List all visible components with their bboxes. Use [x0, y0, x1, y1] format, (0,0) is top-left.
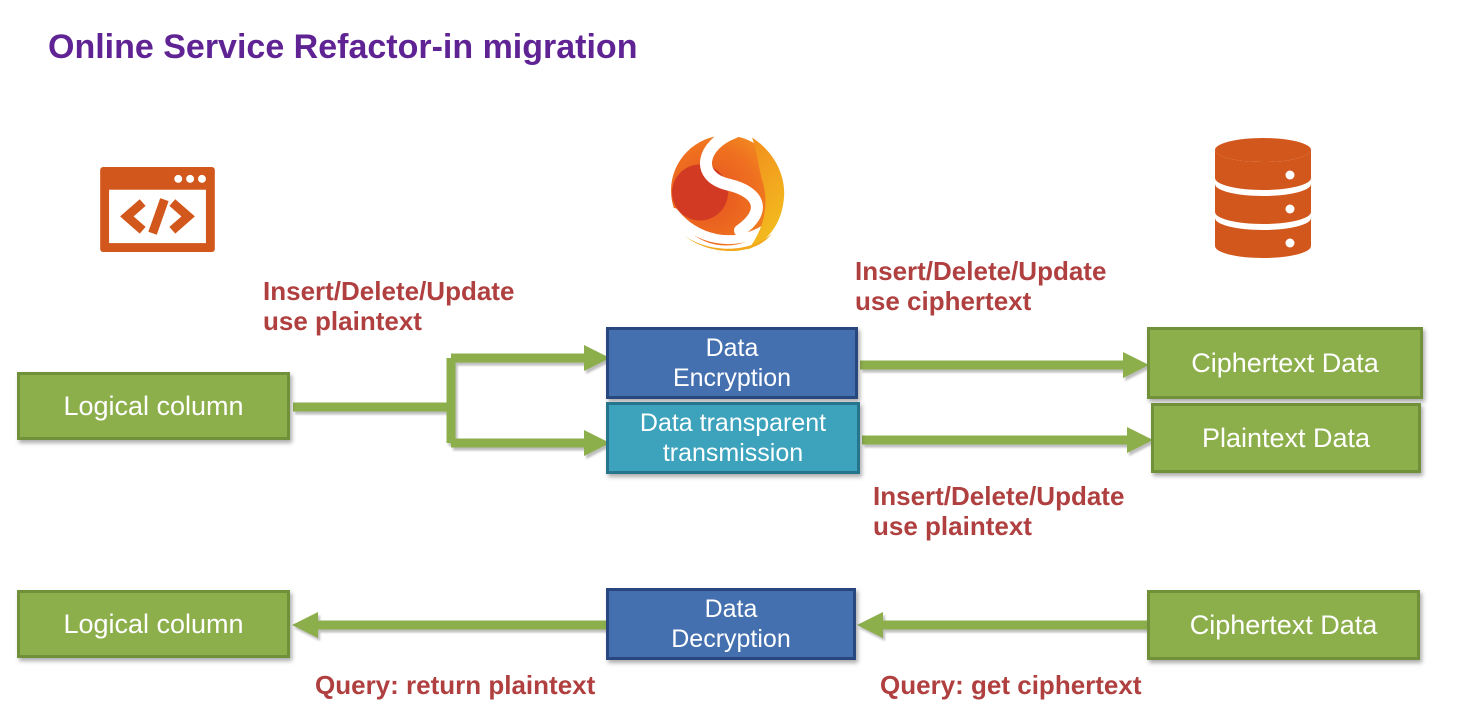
annotation-line2: use plaintext [873, 511, 1032, 541]
node-logical-column-top: Logical column [17, 372, 290, 440]
page-title: Online Service Refactor-in migration [48, 28, 638, 66]
node-label-line2: Decryption [671, 625, 791, 653]
annotation-text: Query: return plaintext [315, 670, 596, 700]
node-label: Logical column [63, 390, 244, 421]
node-label-line1: Data [704, 594, 758, 623]
annotation-insert-use-ciphertext: Insert/Delete/Update use ciphertext [855, 256, 1106, 316]
annotation-line2: use ciphertext [855, 286, 1032, 316]
node-data-transparent-transmission: Data transparent transmission [606, 402, 860, 474]
node-label: Plaintext Data [1201, 422, 1371, 453]
node-label-line1: Data transparent [639, 408, 827, 437]
node-label-line1: Data [705, 333, 759, 362]
arrowhead [857, 612, 883, 638]
annotation-line1: Insert/Delete/Update [263, 276, 515, 306]
node-plaintext-data: Plaintext Data [1151, 403, 1421, 473]
node-logical-column-bottom: Logical column [17, 590, 290, 658]
node-data-encryption: Data Encryption [606, 327, 858, 399]
arrowhead [292, 612, 318, 638]
code-window-icon [100, 167, 215, 252]
annotation-text: Query: get ciphertext [880, 670, 1142, 700]
annotation-insert-use-plaintext-top: Insert/Delete/Update use plaintext [263, 276, 514, 336]
annotation-line1: Insert/Delete/Update [855, 256, 1107, 286]
node-ciphertext-data-bottom: Ciphertext Data [1147, 590, 1420, 660]
annotation-line2: use plaintext [263, 306, 422, 336]
node-label-line2: Encryption [672, 364, 792, 392]
flame-swirl-logo-icon [668, 126, 792, 254]
database-icon [1213, 136, 1313, 262]
node-label-line2: transmission [662, 439, 804, 467]
node-label: Ciphertext Data [1191, 347, 1379, 378]
annotation-query-return-plaintext: Query: return plaintext [315, 670, 595, 700]
annotation-insert-use-plaintext-mid: Insert/Delete/Update use plaintext [873, 481, 1124, 541]
node-label: Logical column [63, 608, 244, 639]
annotation-query-get-ciphertext: Query: get ciphertext [880, 670, 1142, 700]
node-ciphertext-data-top: Ciphertext Data [1147, 327, 1423, 399]
arrowhead [1127, 427, 1153, 453]
arrowhead [1123, 352, 1149, 378]
node-data-decryption: Data Decryption [606, 588, 856, 660]
node-label: Ciphertext Data [1189, 609, 1378, 640]
annotation-line1: Insert/Delete/Update [873, 481, 1125, 511]
